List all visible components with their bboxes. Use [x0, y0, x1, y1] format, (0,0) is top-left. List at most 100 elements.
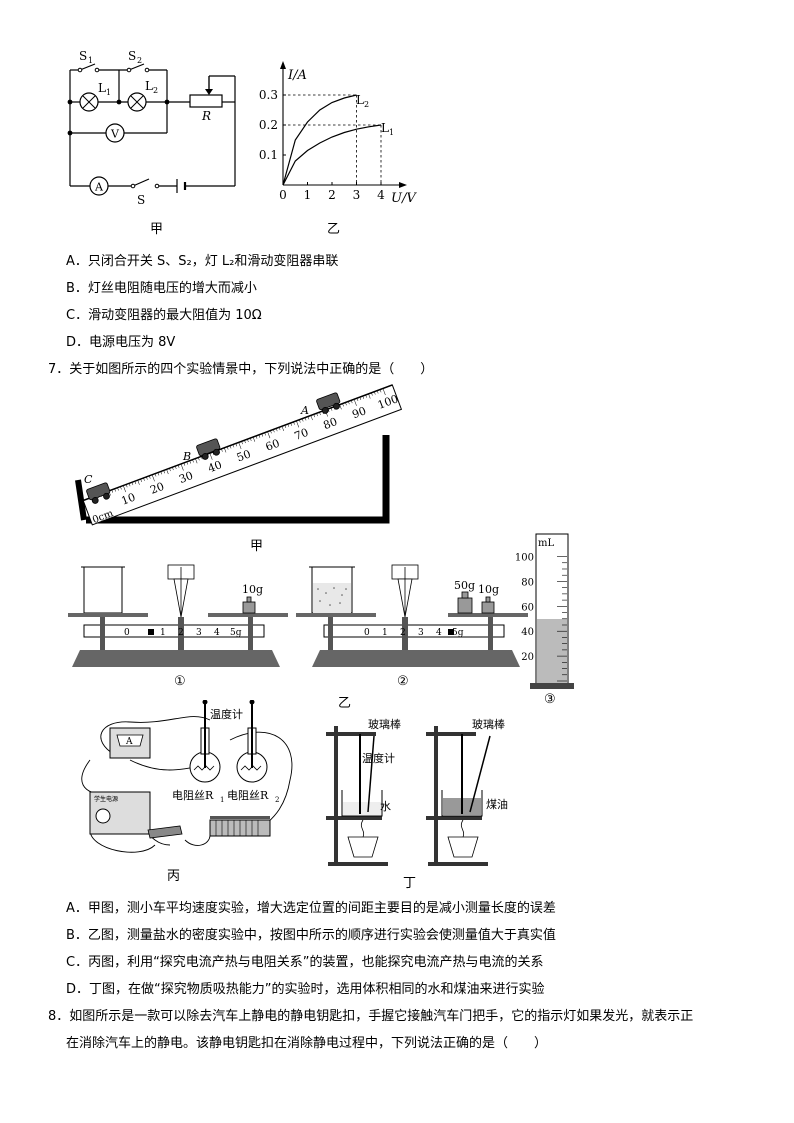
ruler-label: 90 — [350, 404, 368, 421]
ruler-tick — [117, 487, 119, 491]
ruler-tick — [371, 392, 373, 396]
weight-10g-1: 10g — [242, 583, 263, 596]
ding-thermometer-label: 温度计 — [362, 751, 395, 765]
q7-option-a[interactable]: A．甲图，测小车平均速度实验，增大选定位置的间距主要目的是减小测量长度的误差 — [66, 901, 556, 916]
switch-s2-label: S — [128, 49, 136, 63]
rheostat-label: R — [201, 109, 211, 123]
thermometer-label: 温度计 — [210, 707, 243, 721]
ruler-tick — [382, 388, 386, 396]
graph-ylabel: I/A — [287, 68, 307, 83]
q6-option-a[interactable]: A．只闭合开关 S、S₂，灯 L₂和滑动变阻器串联 — [66, 254, 339, 269]
ruler-tick — [264, 432, 266, 436]
ruler-tick — [166, 469, 169, 475]
ruler-label: 50 — [235, 447, 253, 464]
scale2-4: 4 — [436, 628, 442, 638]
circuit-caption: 甲 — [150, 222, 164, 237]
y-tick-label: 0.1 — [259, 148, 278, 162]
cylinder-tick-label: 20 — [521, 652, 534, 663]
ruler-tick — [235, 443, 238, 447]
ruler-tick — [299, 419, 301, 423]
weight-10g-2: 10g — [478, 583, 499, 596]
ruler-tick — [374, 391, 376, 395]
ruler-tick — [120, 486, 122, 490]
ruler-tick — [229, 445, 232, 449]
ruler-tick — [244, 440, 246, 444]
q6-option-b[interactable]: B．灯丝电阻随电压的增大而减小 — [66, 281, 257, 296]
ruler-tick — [258, 434, 261, 438]
ruler-tick — [232, 444, 235, 448]
ruler-label: 80 — [321, 415, 339, 432]
heating-ammeter-label: A — [125, 737, 133, 747]
scale2-2: 2 — [400, 628, 406, 638]
ruler-tick — [255, 435, 258, 439]
cylinder-tick-label: 80 — [521, 577, 534, 588]
ruler-tick — [356, 398, 359, 402]
ruler-label: 10 — [120, 491, 138, 508]
ruler-label: 70 — [293, 426, 311, 443]
q7-option-d[interactable]: D．丁图，在做“探究物质吸热能力”的实验时，选用体积相同的水和煤油来进行实验 — [66, 982, 545, 997]
scale1-5: 5g — [230, 628, 242, 638]
q7-option-b[interactable]: B．乙图，测量盐水的密度实验中，按图中所示的顺序进行实验会使测量值大于真实值 — [66, 928, 556, 943]
ruler-tick — [365, 394, 367, 398]
curve-l1-sub: 1 — [389, 128, 394, 137]
scale2-0: 0 — [364, 628, 370, 638]
cylinder-label: ③ — [544, 692, 556, 707]
ruler-tick — [310, 415, 313, 421]
power-supply-label: 学生电源 — [94, 795, 118, 803]
ruler-tick — [293, 421, 295, 425]
series-line-L2 — [282, 94, 357, 186]
ruler-tick — [376, 390, 379, 394]
ruler-tick — [359, 396, 362, 400]
heat-capacity-apparatus: 玻璃棒 温度计 水 玻璃棒 煤油 — [326, 717, 508, 866]
incline-caption: 甲 — [250, 539, 264, 554]
ruler-tick — [350, 400, 353, 404]
ruler-tick — [313, 414, 315, 418]
ruler-tick — [319, 412, 321, 416]
lamp-l2-label: L — [145, 79, 153, 93]
x-tick-label: 1 — [304, 188, 312, 202]
ruler-tick — [172, 467, 174, 471]
cylinder-unit: mL — [538, 538, 554, 549]
scale1-1: 1 — [160, 628, 166, 638]
x-tick-label: 0 — [279, 188, 287, 202]
q7-option-c[interactable]: C．丙图，利用“探究电流产热与电阻关系”的装置，也能探究电流产热与电流的关系 — [66, 955, 544, 970]
ruler-tick — [224, 447, 227, 453]
curve-l1-label: L — [381, 121, 389, 135]
car-c-label: C — [84, 473, 93, 486]
balance-label-1: ① — [174, 674, 186, 689]
ruler-tick — [287, 423, 290, 427]
q6-option-d[interactable]: D．电源电压为 8V — [66, 335, 176, 350]
lamp-l1-sub: 1 — [106, 88, 111, 97]
ding-rod-label-1: 玻璃棒 — [368, 717, 401, 731]
curve-l2-sub: 2 — [364, 100, 369, 109]
ruler-tick — [273, 429, 275, 433]
cylinder-tick-label: 100 — [515, 553, 534, 564]
ding-caption: 丁 — [403, 876, 417, 891]
ruler-tick — [189, 460, 191, 464]
series-line-L1 — [282, 124, 382, 186]
ruler-tick — [238, 442, 242, 450]
y-tick-label: 0.3 — [259, 88, 278, 102]
ruler-tick — [123, 485, 126, 493]
ruler-tick — [252, 436, 256, 442]
ruler-tick — [301, 418, 304, 422]
ruler-tick — [186, 461, 189, 465]
heating-caption: 丙 — [167, 869, 181, 884]
lamp-l1-label: L — [98, 81, 106, 95]
heating-apparatus: A 学生电源 温度计 电阻丝R 1 电阻丝R 2 — [81, 700, 293, 853]
ruler-label: 60 — [264, 437, 282, 454]
q6-option-c[interactable]: C．滑动变阻器的最大阻值为 10Ω — [66, 308, 262, 323]
ruler-tick — [290, 422, 292, 426]
ruler-tick — [200, 456, 203, 460]
ruler-tick — [137, 480, 140, 485]
x-tick-label: 4 — [377, 188, 385, 202]
scale1-0: 0 — [124, 628, 130, 638]
ruler-tick — [114, 488, 116, 492]
ruler-tick — [128, 483, 131, 487]
balance-caption: 乙 — [338, 696, 352, 711]
ding-rod-label-2: 玻璃棒 — [472, 717, 505, 731]
circuit-diagram: V A S 1 S 2 L 1 L 2 R S — [67, 49, 236, 207]
q8-stem-line2: 在消除汽车上的静电。该静电钥匙扣在消除静电过程中，下列说法正确的是（ ） — [66, 1036, 548, 1051]
